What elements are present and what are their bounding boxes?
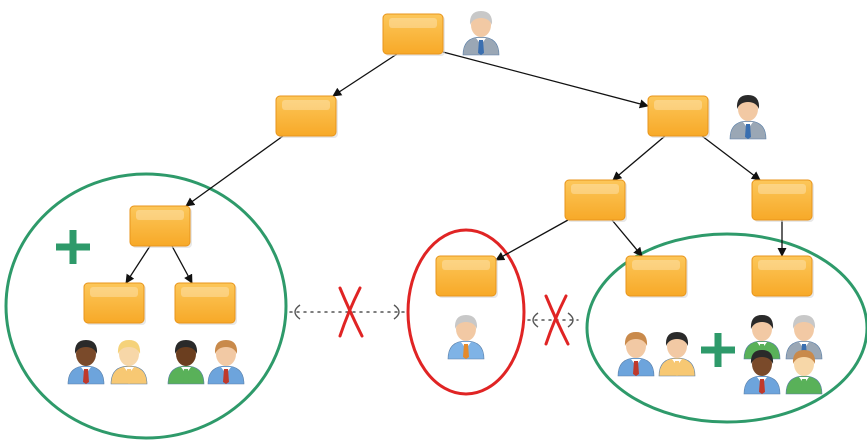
n-left-3a-shine bbox=[90, 287, 138, 297]
face bbox=[738, 97, 758, 121]
edge-n-left-2-to-n-left-3b bbox=[171, 245, 193, 284]
cross-mark bbox=[338, 286, 364, 338]
n-left-2-shine bbox=[136, 210, 184, 220]
n-right-1-shine bbox=[654, 100, 702, 110]
cross-stroke-2 bbox=[544, 294, 568, 346]
n-left-1-box bbox=[275, 95, 337, 137]
hair bbox=[469, 11, 493, 25]
plus-bar-v bbox=[714, 333, 722, 367]
hair bbox=[174, 340, 198, 354]
blocked-link-left-middle-cap-right bbox=[393, 304, 400, 320]
hair bbox=[792, 315, 816, 329]
n-left-3a-box bbox=[83, 282, 145, 324]
person-right-6-icon bbox=[785, 350, 823, 395]
person-left-4-icon bbox=[207, 340, 245, 385]
hair bbox=[624, 332, 648, 346]
n-right-2b-shine bbox=[758, 184, 806, 194]
tie bbox=[223, 369, 229, 384]
hair bbox=[792, 350, 816, 364]
face bbox=[752, 317, 772, 341]
n-mid-3-shine bbox=[442, 260, 490, 270]
hair bbox=[214, 340, 238, 354]
tie bbox=[745, 124, 751, 139]
n-right-1-box bbox=[647, 95, 709, 137]
face bbox=[456, 317, 476, 341]
edge-n-left-2-to-n-left-3a bbox=[125, 245, 151, 284]
person-right-1-icon bbox=[617, 332, 655, 377]
n-right-3b-box bbox=[751, 255, 813, 297]
edge-n-right-1-to-n-right-2b bbox=[701, 135, 761, 181]
face bbox=[216, 342, 236, 366]
n-mid-3-box bbox=[435, 255, 497, 297]
n-left-3b-shine bbox=[181, 287, 229, 297]
hair bbox=[750, 350, 774, 364]
person-left-2-icon bbox=[110, 340, 148, 385]
face bbox=[176, 342, 196, 366]
edge-n-root-to-n-right-1 bbox=[442, 51, 649, 109]
face bbox=[752, 352, 772, 376]
edge-n-right-1-to-n-right-2a bbox=[612, 135, 666, 181]
face bbox=[76, 342, 96, 366]
person-left-1-icon bbox=[67, 340, 105, 385]
face bbox=[794, 352, 814, 376]
hair bbox=[74, 340, 98, 354]
n-right-2a-box bbox=[564, 179, 626, 221]
n-root-shine bbox=[389, 18, 437, 28]
n-right-3b-shine bbox=[758, 260, 806, 270]
tie bbox=[801, 379, 807, 394]
n-root-box bbox=[382, 13, 444, 55]
blocked-link-middle-right-cap-right bbox=[567, 312, 574, 328]
face bbox=[667, 334, 687, 358]
tie bbox=[126, 369, 132, 384]
blocked-link-middle-right-cap-left bbox=[532, 312, 539, 328]
group-right-outline bbox=[585, 232, 867, 424]
tie bbox=[478, 40, 484, 55]
tie bbox=[183, 369, 189, 384]
person-left-3-icon bbox=[167, 340, 205, 385]
n-left-1-shine bbox=[282, 100, 330, 110]
edge-n-root-to-n-left-1 bbox=[332, 53, 398, 97]
person-right-2-icon bbox=[658, 332, 696, 377]
hair bbox=[736, 95, 760, 109]
n-right-3a-box bbox=[625, 255, 687, 297]
plus-icon bbox=[701, 333, 735, 367]
edge-n-left-1-to-n-left-2 bbox=[185, 135, 284, 207]
tie bbox=[463, 344, 469, 359]
face bbox=[119, 342, 139, 366]
person-right-dark-hair-icon bbox=[729, 95, 767, 140]
cross-stroke-2 bbox=[338, 286, 362, 338]
person-right-5-icon bbox=[743, 350, 781, 395]
face bbox=[471, 13, 491, 37]
n-right-2a-shine bbox=[571, 184, 619, 194]
hair bbox=[750, 315, 774, 329]
n-left-2-box bbox=[129, 205, 191, 247]
n-right-3a-shine bbox=[632, 260, 680, 270]
tie bbox=[83, 369, 89, 384]
edge-n-right-2a-to-n-right-3a bbox=[611, 219, 643, 257]
n-right-2b-box bbox=[751, 179, 813, 221]
hair bbox=[117, 340, 141, 354]
person-root-grey-hair-icon bbox=[462, 11, 500, 56]
person-mid-grey-hair-icon bbox=[447, 315, 485, 360]
tie bbox=[759, 379, 765, 394]
tie bbox=[674, 361, 680, 376]
tie bbox=[633, 361, 639, 376]
group-left-outline bbox=[4, 172, 288, 440]
face bbox=[794, 317, 814, 341]
group-middle-outline bbox=[406, 228, 526, 396]
plus-icon bbox=[56, 230, 90, 264]
blocked-link-left-middle-cap-left bbox=[294, 304, 301, 320]
edge-n-right-2a-to-n-mid-3 bbox=[495, 219, 569, 261]
hair bbox=[665, 332, 689, 346]
cross-mark bbox=[544, 294, 570, 346]
face bbox=[626, 334, 646, 358]
n-left-3b-box bbox=[174, 282, 236, 324]
hair bbox=[454, 315, 478, 329]
plus-bar-v bbox=[69, 230, 77, 264]
